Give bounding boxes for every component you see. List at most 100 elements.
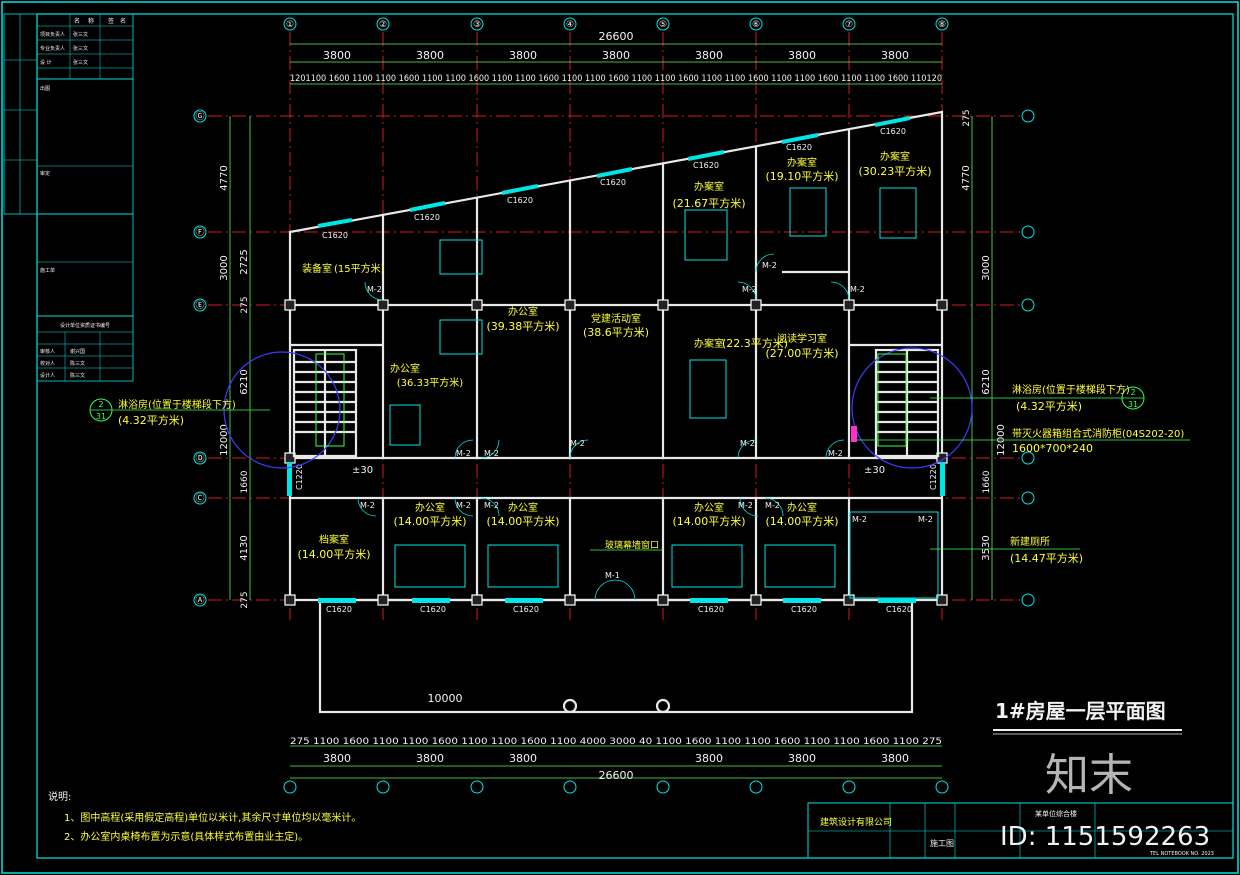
room-name: 办案室 [787, 156, 817, 169]
room-name: 党建活动室 [591, 312, 641, 325]
left-dim: 6210 [239, 369, 250, 394]
axis-label: Ⓐ [195, 595, 204, 606]
room-area: (27.00平方米) [765, 346, 838, 360]
watermark: 知末 ID: 1151592263 [1000, 750, 1210, 852]
window-tag: C1620 [414, 213, 440, 222]
stamp-section-c: 施工单 [40, 267, 55, 274]
window-tag: C1620 [786, 143, 812, 152]
room-name: 办公室 [508, 501, 538, 514]
callout-left-stair-area: (4.32平方米) [118, 413, 184, 427]
axis-label: ⑤ [659, 20, 667, 30]
callout-right-stair: 淋浴房(位置于楼梯段下方) [1012, 383, 1130, 396]
axis-label: Ⓒ [195, 493, 204, 504]
room-name: 办公室 [694, 501, 724, 514]
axis-label: ④ [566, 20, 574, 30]
window-tag: C1620 [698, 605, 724, 614]
axis-bubbles-top: ① ② ③ ④ ⑤ ⑥ ⑦ ⑧ [283, 17, 949, 31]
ref-bubble-top: 2 [1130, 388, 1135, 397]
window-tag: C1620 [886, 605, 912, 614]
door-tag: M-2 [828, 449, 843, 458]
callout-glass: 玻璃幕墙窗口 [605, 539, 659, 551]
stamp-header-4: 名 [120, 17, 126, 25]
axis-label: Ⓔ [195, 300, 204, 311]
window-tag-side: C1220 [295, 464, 304, 490]
axis-label: Ⓖ [195, 111, 204, 122]
axis-bubbles-side: Ⓖ Ⓕ Ⓔ Ⓓ Ⓒ Ⓐ [193, 109, 1035, 607]
stamp-footer-name-3: 陈三文 [70, 372, 85, 379]
bay-dim: 3800 [788, 49, 816, 62]
overall-dim-bottom: 26600 [599, 769, 634, 782]
stamp-name-3: 张三文 [73, 59, 88, 66]
axis-label: ③ [473, 20, 481, 30]
room-area: (38.6平方米) [583, 325, 649, 339]
door-tag: M-2 [484, 449, 499, 458]
door-tag: M-2 [850, 285, 865, 294]
title-block: 建筑设计有限公司 某单位综合楼 施工图 TEL NOTEBOOK NO. 202… [807, 802, 1234, 859]
door-tag: M-2 [570, 439, 585, 448]
project-name: 某单位综合楼 [1035, 809, 1077, 818]
window-tag: C1620 [791, 605, 817, 614]
callout-extinguisher: 带灭火器箱组合式消防柜(04S202-20) [1012, 427, 1184, 440]
bottom-bay-dim: 3800 [509, 752, 537, 765]
window-tag: C1620 [513, 605, 539, 614]
bottom-bay-dim: 3800 [695, 752, 723, 765]
door-tag: M-2 [742, 285, 757, 294]
room-area: (14.00平方米) [297, 547, 370, 561]
stamp-header-1: 名 [74, 17, 80, 25]
left-dim: 1660 [240, 470, 250, 493]
level-mark: ±30 [352, 465, 373, 476]
stamp-footer-role-3: 设计人 [40, 372, 55, 379]
windows [287, 116, 945, 603]
bay-dim: 3800 [416, 49, 444, 62]
stamp-footer-name-1: 谢兴国 [70, 348, 85, 355]
building-walls [288, 110, 944, 714]
ref-bubble-bottom: 31 [96, 412, 106, 421]
room-labels: 装备室 (15平方米) 办公室 (36.33平方米) 办公室 (39.38平方米… [297, 150, 931, 561]
axis-label: ① [286, 20, 294, 30]
room-area: (30.23平方米) [858, 164, 931, 178]
stamp-role-1: 项目负责人 [40, 31, 65, 38]
room-name: 阅读学习室 [777, 332, 827, 345]
bottom-bay-dim: 3800 [881, 752, 909, 765]
left-dim: 275 [240, 296, 250, 313]
room-area: (36.33平方米) [397, 376, 464, 389]
window-tag-side: C1220 [929, 464, 938, 490]
room-area: (21.67平方米) [672, 196, 745, 210]
right-dim: 3530 [981, 535, 992, 560]
stamp-section-b: 审定 [40, 170, 50, 177]
axis-label: ⑦ [845, 20, 853, 30]
right-dim: 275 [962, 109, 972, 126]
window-tag: C1620 [600, 178, 626, 187]
bottom-bay-dim: 3800 [788, 752, 816, 765]
stamp-footer-role-2: 校对人 [40, 360, 55, 367]
door-tag: M-2 [762, 261, 777, 270]
watermark-logo: 知末 [1045, 750, 1133, 801]
axis-label: ⑧ [938, 20, 946, 30]
window-tags: C1620 C1620 C1620 C1620 C1620 C1620 C162… [295, 127, 938, 614]
right-dim: 1660 [982, 470, 992, 493]
door-tag: M-2 [456, 501, 471, 510]
inner-border [36, 13, 1234, 859]
watermark-id: ID: 1151592263 [1000, 822, 1210, 852]
door-tag: M-2 [765, 501, 780, 510]
left-dim: 275 [240, 591, 250, 608]
room-name: 档案室 [319, 533, 349, 546]
axis-bubbles-bottom [283, 780, 949, 794]
room-area: (19.10平方米) [765, 169, 838, 183]
door-tag: M-2 [484, 501, 499, 510]
room-area: (14.00平方米) [486, 514, 559, 528]
stamp-footer-title: 设计单位资质证书编号 [60, 322, 110, 329]
bay-dim: 3800 [602, 49, 630, 62]
ref-bubble-bottom: 31 [1128, 400, 1138, 409]
door-tags: M-2 M-2 M-2 M-2 M-2 M-2 M-2 M-2 M-2 M-2 … [352, 261, 933, 580]
left-dim: 4770 [219, 165, 230, 190]
drawing-title: 1#房屋一层平面图 [995, 699, 1166, 723]
main-door-tag: M-1 [605, 571, 620, 580]
room-name: 办公室 [390, 362, 420, 375]
window-tag: C1620 [326, 605, 352, 614]
columns [284, 299, 948, 606]
window-tag: C1620 [420, 605, 446, 614]
right-dim: 4770 [961, 165, 972, 190]
room-name: 办案室 [694, 180, 724, 193]
room-name: 办公室 [508, 305, 538, 318]
